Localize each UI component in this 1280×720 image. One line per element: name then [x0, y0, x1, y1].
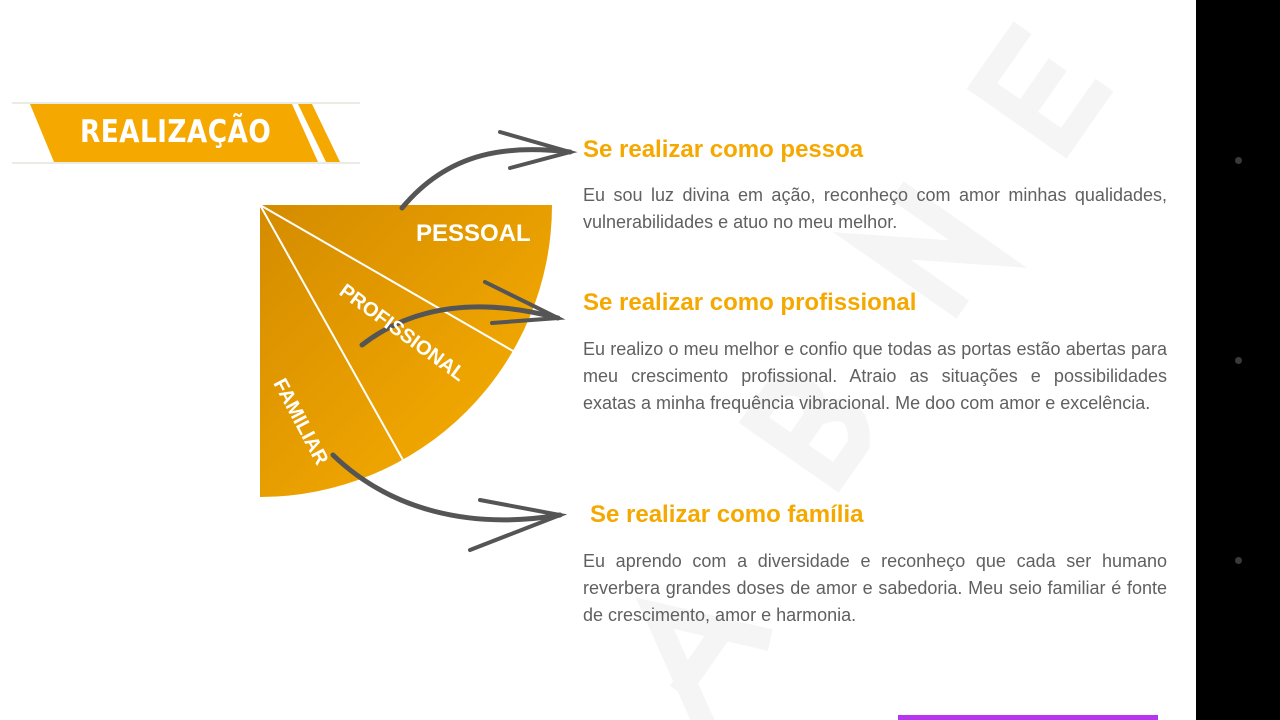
text-familia: Eu aprendo com a diversidade e reconheço… — [583, 551, 1167, 625]
arrow-pessoal — [399, 147, 573, 211]
purple-bar — [898, 715, 1158, 720]
arrow-head-icon — [483, 280, 566, 325]
segment-divider — [259, 204, 514, 352]
watermark-letter — [832, 181, 1028, 319]
banner-shape — [30, 104, 340, 162]
fan-shape — [260, 205, 552, 497]
arrow-head-icon — [498, 130, 578, 170]
heading-familia: Se realizar como família — [590, 501, 864, 528]
page-dot[interactable] — [1235, 357, 1242, 364]
arrow-familiar — [330, 452, 563, 523]
watermark-letter — [635, 597, 773, 720]
watermark-letter — [966, 21, 1114, 159]
arrow-profissional — [359, 304, 561, 348]
arrow-head-icon — [468, 498, 568, 552]
watermark-letter — [738, 374, 870, 493]
text-pessoa: Eu sou luz divina em ação, reconheço com… — [583, 185, 1167, 232]
heading-pessoa: Se realizar como pessoa — [583, 136, 864, 163]
segment-label-pessoal: PESSOAL — [416, 220, 531, 247]
fan-diagram — [259, 130, 578, 552]
banner-line — [12, 162, 360, 164]
text-profissional: Eu realizo o meu melhor e confio que tod… — [583, 339, 1167, 413]
arrows — [330, 130, 578, 552]
slide: REALIZAÇÃO PESSOAL PROFISSIONAL FAMILIAR… — [0, 0, 1196, 720]
watermark — [0, 0, 1196, 720]
page-dot[interactable] — [1235, 157, 1242, 164]
banner-title: REALIZAÇÃO — [80, 114, 272, 150]
banner-line — [12, 102, 360, 104]
heading-profissional: Se realizar como profissional — [583, 289, 917, 316]
segment-divider — [259, 204, 404, 461]
page-dot[interactable] — [1235, 557, 1242, 564]
